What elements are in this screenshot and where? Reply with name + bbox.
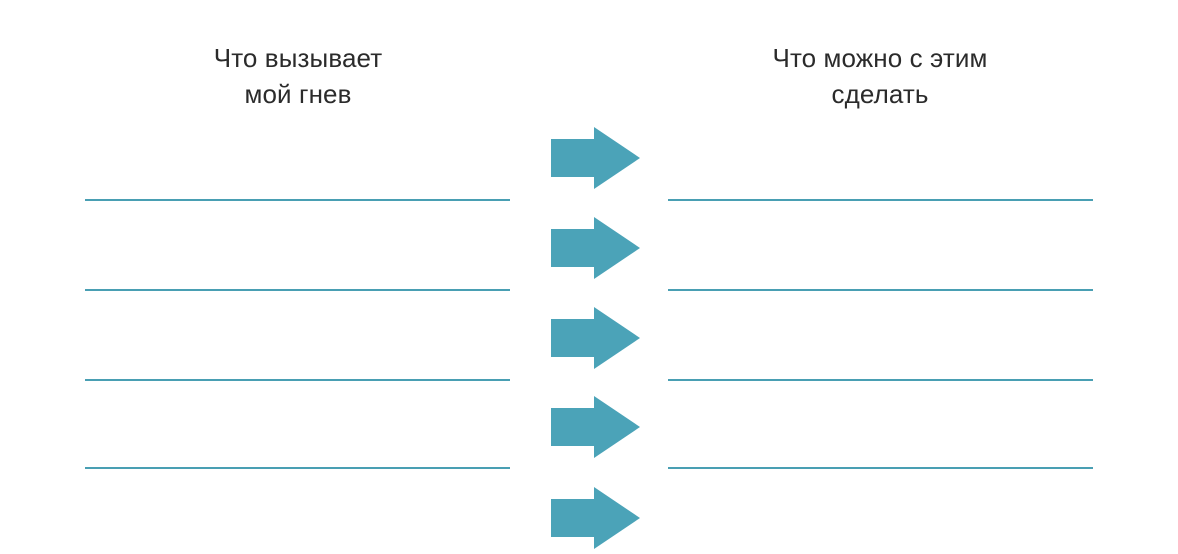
right-write-line-1[interactable] — [668, 199, 1093, 201]
right-write-line-3[interactable] — [668, 379, 1093, 381]
left-write-line-1[interactable] — [85, 199, 510, 201]
arrow-right-icon — [550, 396, 642, 458]
right-column-heading: Что можно с этим сделать — [772, 43, 988, 109]
arrow-right-icon — [550, 217, 642, 279]
arrow-right-icon — [550, 127, 642, 189]
arrow-right-icon — [550, 307, 642, 369]
right-write-line-4[interactable] — [668, 467, 1093, 469]
left-write-line-3[interactable] — [85, 379, 510, 381]
left-write-line-4[interactable] — [85, 467, 510, 469]
arrow-right-icon — [550, 487, 642, 549]
right-write-line-2[interactable] — [668, 289, 1093, 291]
left-write-line-2[interactable] — [85, 289, 510, 291]
left-column-heading: Что вызывает мой гнев — [213, 43, 383, 109]
